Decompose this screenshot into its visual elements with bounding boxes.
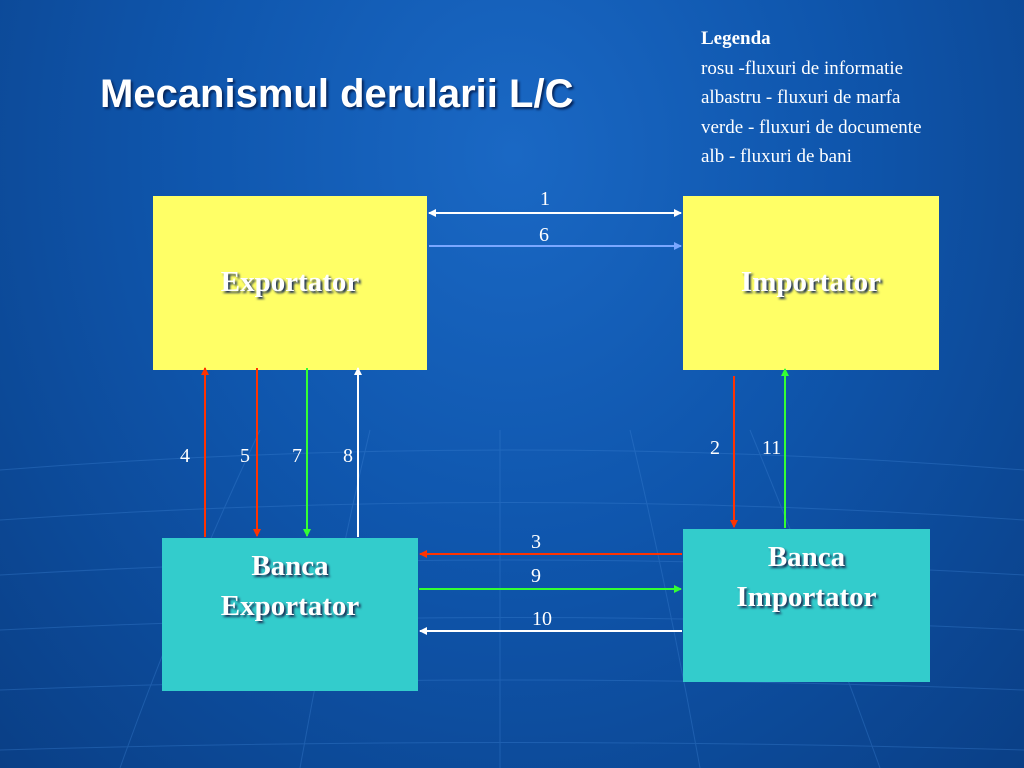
banca-importator-line1: Banca xyxy=(767,541,846,573)
page-title: Mecanismul derularii L/C xyxy=(100,72,574,116)
banca-importator-line2: Importator xyxy=(736,581,877,613)
importator-node: Importator xyxy=(683,196,939,370)
importator-label: Importator xyxy=(740,266,882,298)
exportator-node: Exportator xyxy=(153,196,427,370)
flow-label-6: 6 xyxy=(539,224,549,246)
flow-label-3: 3 xyxy=(531,531,541,553)
flow-label-2: 2 xyxy=(710,437,720,459)
flow-label-1: 1 xyxy=(540,188,550,210)
legend-item-white: alb - fluxuri de bani xyxy=(701,146,852,167)
flow-label-5: 5 xyxy=(240,445,250,467)
exportator-label: Exportator xyxy=(220,266,360,298)
legend-item-blue: albastru - fluxuri de marfa xyxy=(701,87,901,108)
flow-label-4: 4 xyxy=(180,445,190,467)
legend: Legenda rosu -fluxuri de informatie alba… xyxy=(701,24,922,172)
flow-label-9: 9 xyxy=(531,565,541,587)
banca-exportator-line2: Exportator xyxy=(220,590,360,622)
legend-item-red: rosu -fluxuri de informatie xyxy=(701,57,904,79)
flow-label-8: 8 xyxy=(343,445,353,467)
flow-label-11: 11 xyxy=(762,437,782,459)
legend-item-green: verde - fluxuri de documente xyxy=(701,116,922,138)
banca-exportator-line1: Banca xyxy=(251,550,329,582)
flow-label-10: 10 xyxy=(532,608,552,630)
flow-label-7: 7 xyxy=(292,445,302,467)
legend-heading: Legenda xyxy=(701,28,771,49)
